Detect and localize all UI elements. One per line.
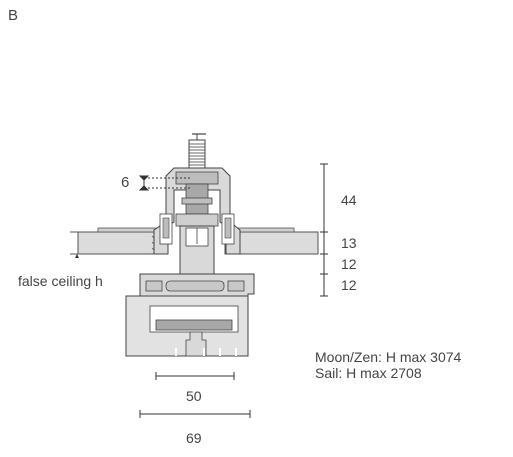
gap-dimension-label: 6 (121, 174, 130, 191)
upper-housing (153, 167, 241, 255)
false-ceiling-marker (75, 254, 79, 258)
dimension-13-label: 13 (341, 235, 357, 251)
false-ceiling-panel-left (70, 231, 163, 255)
dimension-12a-label: 12 (341, 256, 357, 272)
dimension-lines (139, 163, 328, 418)
caption-sail: Sail: H max 2708 (315, 365, 422, 381)
panel-letter: B (8, 7, 19, 24)
dimension-44-label: 44 (341, 192, 357, 208)
dimension-12b-label: 12 (341, 277, 357, 293)
luminaire-body (125, 273, 255, 357)
threaded-rod (188, 133, 206, 171)
width-50-label: 50 (186, 388, 202, 404)
central-web (179, 225, 215, 275)
false-ceiling-label: false ceiling h (18, 273, 103, 289)
caption-moon-zen: Moon/Zen: H max 3074 (315, 349, 462, 365)
height-caption: Moon/Zen: H max 3074 Sail: H max 2708 (315, 349, 461, 381)
width-69-label: 69 (186, 430, 202, 446)
gap-dimension (138, 175, 190, 191)
